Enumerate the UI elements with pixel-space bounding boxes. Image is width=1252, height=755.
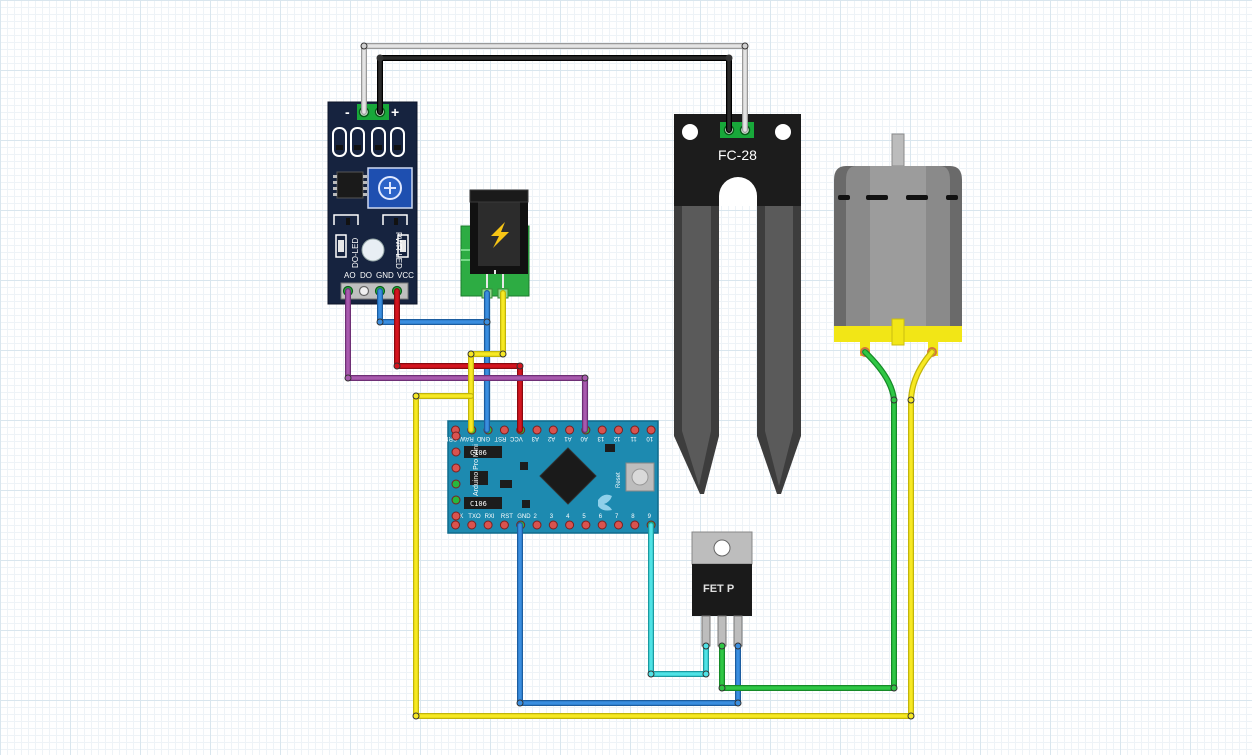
dc-power-jack[interactable] <box>460 189 530 299</box>
top-pin-label: A1 <box>564 435 572 441</box>
bottom-pin-label: 8 <box>631 514 635 520</box>
top-pin-label: 12 <box>613 435 620 441</box>
pin-minus-label: - <box>345 104 350 120</box>
top-pin-label: GRN <box>444 435 457 441</box>
left-pin[interactable] <box>451 479 461 489</box>
pin-label-do: DO <box>360 271 372 280</box>
bottom-pin[interactable] <box>565 520 575 530</box>
top-pin-label: 13 <box>597 435 604 441</box>
bottom-pin[interactable] <box>499 520 509 530</box>
bottom-pin[interactable] <box>581 520 591 530</box>
top-pin[interactable] <box>614 425 623 435</box>
bottom-pin[interactable] <box>483 520 493 530</box>
soil-probe[interactable]: FC-28 <box>674 114 801 500</box>
chip-label-2: C106 <box>470 500 487 508</box>
bottom-pin-label: RXI <box>485 514 495 520</box>
top-pin[interactable] <box>565 425 575 435</box>
led-do-label: DO-LED <box>351 238 360 268</box>
top-pin[interactable] <box>646 425 656 435</box>
probe-label: FC-28 <box>718 147 757 163</box>
bottom-pin-label: 2 <box>534 514 538 520</box>
pin-label-ao: AO <box>344 271 356 280</box>
left-pin[interactable] <box>451 447 461 457</box>
dc-motor[interactable] <box>834 133 962 357</box>
bottom-pin[interactable] <box>630 520 640 530</box>
mosfet-label: FET P <box>703 583 734 595</box>
bottom-pin[interactable] <box>467 520 477 530</box>
top-pin-label: RST <box>494 435 506 441</box>
pin-label-vcc: VCC <box>397 271 414 280</box>
left-pin[interactable] <box>451 431 461 441</box>
bottom-pin-label: RST <box>501 514 513 520</box>
bottom-pin-label: TXO <box>468 514 481 520</box>
top-pin-label: A3 <box>531 435 539 441</box>
top-pin[interactable] <box>548 425 558 435</box>
bottom-pin-label: 6 <box>599 514 603 520</box>
left-pin[interactable] <box>451 495 461 505</box>
top-pin-label: A0 <box>580 435 588 441</box>
top-pin-label: 10 <box>646 435 653 441</box>
top-pin[interactable] <box>499 425 509 435</box>
bird-logo-icon <box>598 494 612 511</box>
wire-purple-ao[interactable] <box>345 288 588 433</box>
top-pin-label: VCC <box>509 435 522 441</box>
wires <box>345 43 935 719</box>
wire-endpoints <box>344 42 915 720</box>
top-pin-label: GND <box>476 435 490 441</box>
bottom-pin-label: GND <box>517 514 531 520</box>
bottom-pin-label: 4 <box>566 514 570 520</box>
top-pin[interactable] <box>532 425 542 435</box>
chip-label-1: C106 <box>470 449 487 457</box>
top-pin-label: RAW <box>460 435 474 441</box>
pin-plus-label: + <box>391 104 399 120</box>
top-pin[interactable] <box>597 425 607 435</box>
bottom-pin[interactable] <box>451 520 460 530</box>
bottom-pin[interactable] <box>597 520 607 530</box>
lightning-icon <box>491 222 509 248</box>
top-pin-label: 11 <box>630 435 637 441</box>
led-pwr-label: PWR-LED <box>394 232 403 269</box>
board-name: Arduino Pro Mini <box>473 444 480 496</box>
p-mosfet[interactable]: FET P <box>691 531 753 647</box>
bottom-pin[interactable] <box>532 520 542 530</box>
pin-label-gnd: GND <box>376 271 394 280</box>
reset-label: Reset <box>616 472 622 488</box>
bottom-pin-label: 5 <box>582 514 586 520</box>
top-pin[interactable] <box>630 425 640 435</box>
top-pin-label: A2 <box>547 435 555 441</box>
bottom-pin-label: 3 <box>550 514 554 520</box>
bottom-pin-label: 9 <box>648 514 652 520</box>
bottom-pin-label: 7 <box>615 514 619 520</box>
left-pin[interactable] <box>451 511 461 521</box>
bottom-pin[interactable] <box>548 520 558 530</box>
sensor-module[interactable]: - + <box>327 101 418 305</box>
bottom-pin[interactable] <box>614 520 623 530</box>
left-pin[interactable] <box>451 463 461 473</box>
